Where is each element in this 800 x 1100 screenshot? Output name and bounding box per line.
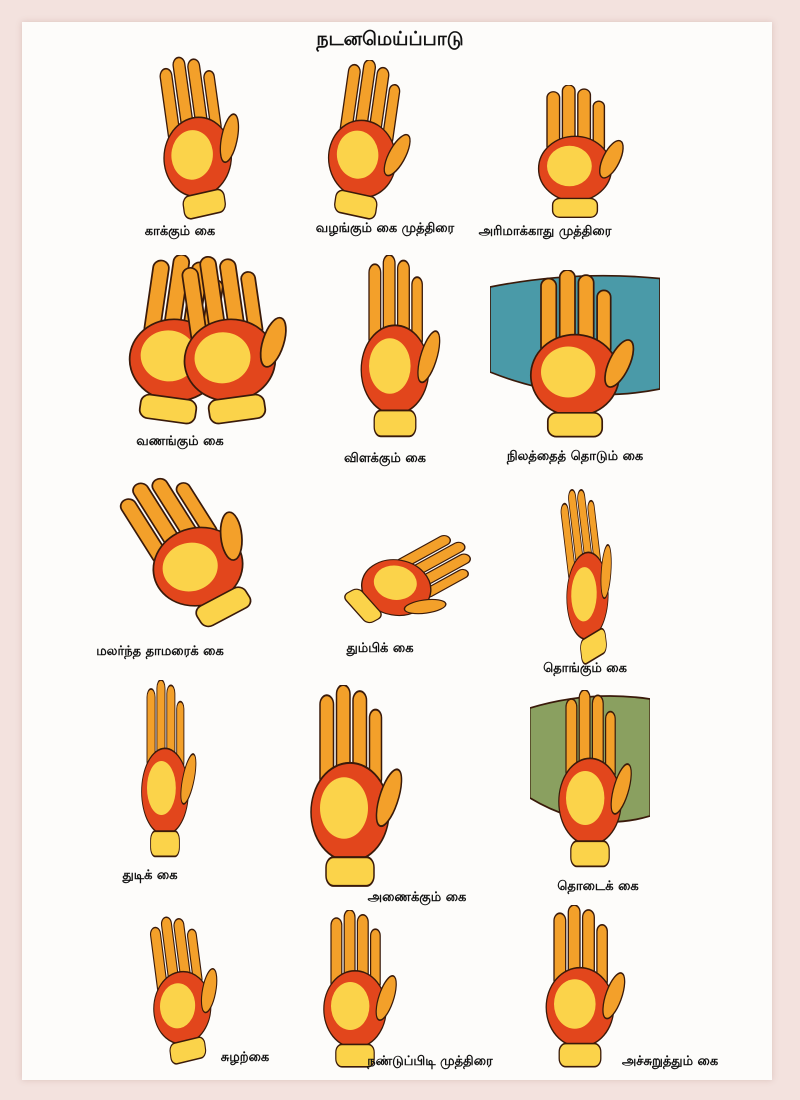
hand-illustration — [310, 685, 403, 887]
hand-illustration — [128, 255, 287, 425]
hand-illustration — [530, 690, 650, 868]
hand-illustration — [119, 477, 252, 628]
hand-illustration — [344, 534, 471, 624]
gesture-label: வணங்கும் கை — [136, 434, 224, 449]
hand-illustration — [159, 56, 240, 220]
gesture-label: தொடைக் கை — [557, 879, 639, 894]
hand-illustration — [537, 85, 624, 218]
gesture-label: அச்சுறுத்தும் கை — [621, 1054, 719, 1069]
gesture-label: தும்பிக் கை — [346, 641, 414, 656]
gesture-label: வழங்கும் கை முத்திரை — [315, 221, 455, 236]
gesture-label: தொங்கும் கை — [543, 661, 627, 676]
hand-illustration — [323, 910, 397, 1068]
hand-illustration — [490, 270, 660, 438]
gesture-label: துடிக் கை — [122, 868, 178, 883]
page-title: நடனமெய்ப்பாடு — [316, 28, 464, 50]
hand-illustration — [327, 60, 411, 220]
hand-illustration — [360, 255, 441, 438]
gesture-label: காக்கும் கை — [144, 224, 216, 239]
hand-illustration — [560, 488, 612, 665]
hand-illustration — [149, 916, 218, 1065]
gesture-label: மலர்ந்த தாமரைக் கை — [96, 644, 224, 659]
gesture-label: சுழற்கை — [220, 1050, 270, 1065]
hand-illustration — [545, 905, 626, 1068]
gesture-label: நண்டுப்பிடி முத்திரை — [367, 1054, 493, 1069]
gesture-label: நிலத்தைத் தொடும் கை — [506, 449, 644, 464]
gesture-label: அணைக்கும் கை — [367, 890, 467, 905]
gesture-label: விளக்கும் கை — [344, 451, 426, 466]
gesture-label: அரிமாக்காது முத்திரை — [478, 224, 612, 239]
hand-illustration — [141, 680, 197, 858]
